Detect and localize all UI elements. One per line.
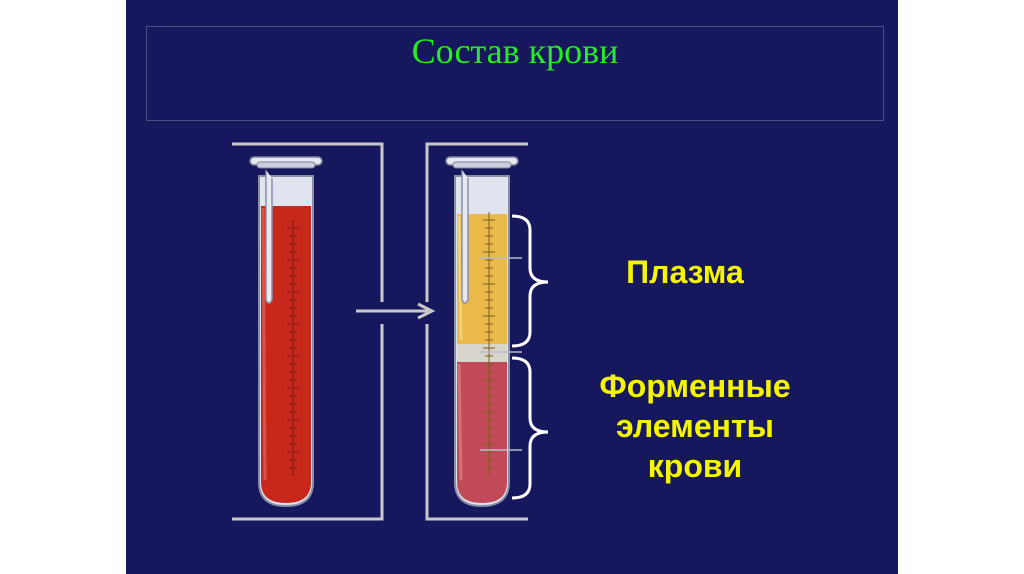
formed-elements-layer [457, 362, 507, 503]
pipette [266, 170, 272, 303]
arrow-icon [356, 304, 432, 318]
test-tube-separated [446, 157, 522, 506]
formed-elements-label-line1: Форменные [560, 366, 830, 406]
formed-elements-label: Форменные элементы крови [560, 366, 830, 486]
plasma-label: Плазма [600, 252, 770, 292]
pipette [462, 170, 468, 303]
formed-elements-brace [512, 358, 548, 498]
formed-elements-label-line3: крови [560, 446, 830, 486]
formed-elements-label-line2: элементы [560, 406, 830, 446]
test-tube-whole-blood [250, 157, 322, 506]
plasma-brace [512, 216, 548, 346]
